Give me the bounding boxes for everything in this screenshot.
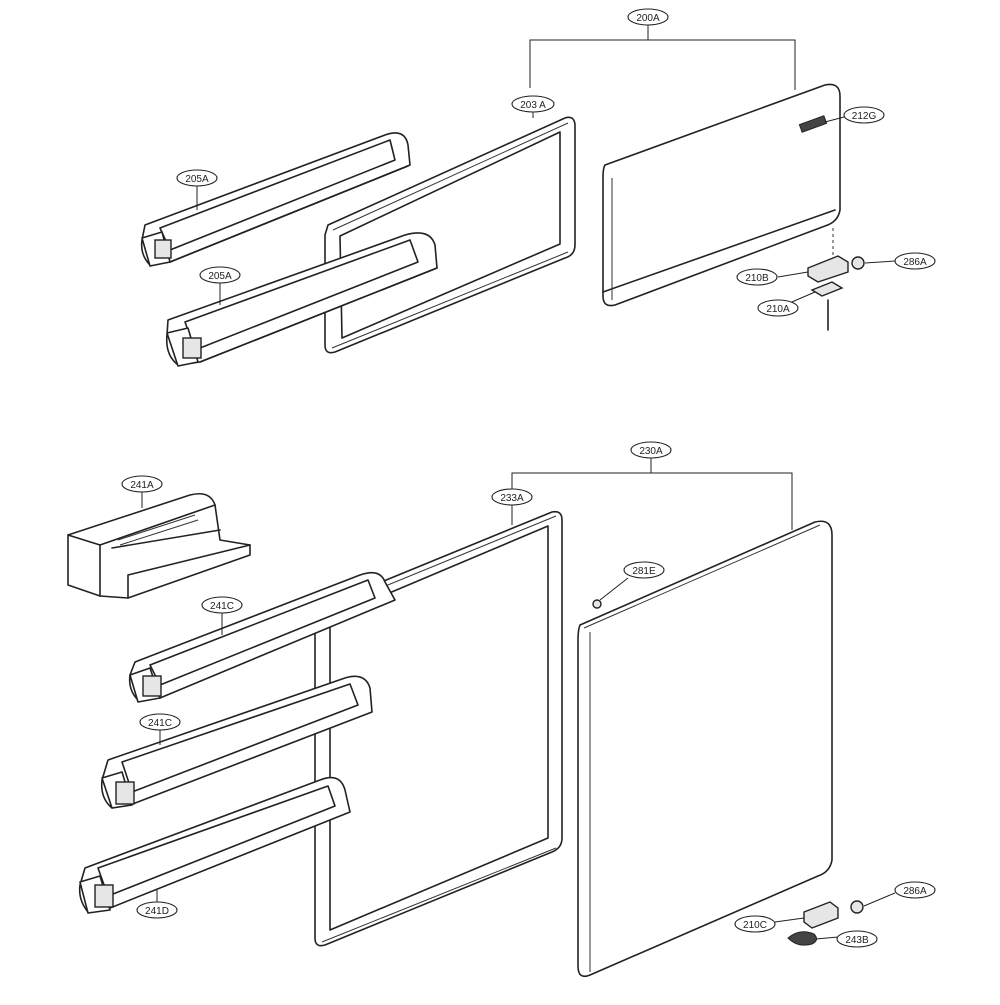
callout-200A: 200A bbox=[627, 8, 669, 26]
callout-241C-upper: 241C bbox=[201, 596, 243, 614]
callout-286A-upper: 286A bbox=[894, 252, 936, 270]
label-210A: 210A bbox=[766, 304, 790, 315]
callout-212G: 212G bbox=[843, 106, 885, 124]
door-shelf-205A-lower bbox=[165, 232, 438, 367]
freezer-door bbox=[602, 83, 841, 307]
fridge-door bbox=[577, 520, 833, 978]
label-205A-lower: 205A bbox=[208, 271, 232, 282]
callout-210B: 210B bbox=[736, 268, 778, 286]
callout-230A: 230A bbox=[630, 441, 672, 459]
door-shelf-241C-lower bbox=[100, 675, 373, 809]
label-241A: 241A bbox=[130, 480, 154, 491]
label-203A: 203 A bbox=[520, 100, 546, 111]
logo-badge bbox=[798, 115, 828, 133]
fridge-door-gasket bbox=[314, 510, 563, 947]
door-shelf-205A-upper bbox=[140, 132, 411, 267]
callout-281E: 281E bbox=[623, 561, 665, 579]
callout-243B: 243B bbox=[836, 930, 878, 948]
label-210C: 210C bbox=[743, 920, 767, 931]
label-233A: 233A bbox=[500, 493, 524, 504]
callout-286A-lower: 286A bbox=[894, 881, 936, 899]
callout-210C: 210C bbox=[734, 915, 776, 933]
callout-210A: 210A bbox=[757, 299, 799, 317]
screw-281E bbox=[592, 599, 602, 609]
label-230A: 230A bbox=[639, 446, 663, 457]
hinge-parts-lower bbox=[774, 892, 896, 946]
label-212G: 212G bbox=[852, 111, 877, 122]
callout-241A: 241A bbox=[121, 475, 163, 493]
dairy-compartment-241A bbox=[67, 492, 251, 599]
callout-205A-lower: 205A bbox=[199, 266, 241, 284]
label-286A-lower: 286A bbox=[903, 886, 927, 897]
label-281E: 281E bbox=[632, 566, 656, 577]
label-241C-lower: 241C bbox=[148, 718, 172, 729]
callout-203A: 203 A bbox=[511, 95, 555, 113]
callout-241C-lower: 241C bbox=[139, 713, 181, 731]
bracket-200A bbox=[529, 25, 796, 90]
label-243B: 243B bbox=[845, 935, 869, 946]
label-241C-upper: 241C bbox=[210, 601, 234, 612]
label-210B: 210B bbox=[745, 273, 769, 284]
hinge-parts-upper bbox=[777, 228, 896, 331]
label-205A-upper: 205A bbox=[185, 174, 209, 185]
callout-233A: 233A bbox=[491, 488, 533, 506]
label-286A-upper: 286A bbox=[903, 257, 927, 268]
callout-205A-upper: 205A bbox=[176, 169, 218, 187]
door-shelf-241D bbox=[78, 776, 351, 914]
label-200A: 200A bbox=[636, 13, 660, 24]
callout-241D: 241D bbox=[136, 901, 178, 919]
door-shelf-241C-upper bbox=[128, 571, 396, 703]
label-241D: 241D bbox=[145, 906, 169, 917]
